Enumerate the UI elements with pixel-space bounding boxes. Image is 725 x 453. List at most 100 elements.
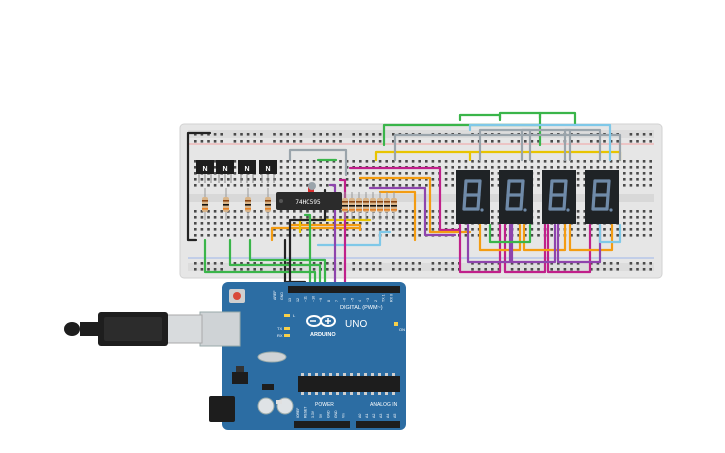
breadboard-hole[interactable] xyxy=(603,166,606,169)
breadboard-hole[interactable] xyxy=(649,178,652,181)
breadboard-hole[interactable] xyxy=(570,262,573,265)
breadboard-hole[interactable] xyxy=(227,234,230,237)
breadboard-hole[interactable] xyxy=(398,140,402,143)
breadboard-hole[interactable] xyxy=(451,262,454,265)
breadboard-hole[interactable] xyxy=(431,262,435,265)
breadboard-hole[interactable] xyxy=(444,140,448,143)
breadboard-hole[interactable] xyxy=(194,172,197,175)
breadboard-hole[interactable] xyxy=(623,222,626,225)
breadboard-hole[interactable] xyxy=(418,268,421,271)
breadboard-hole[interactable] xyxy=(213,262,217,265)
breadboard-hole[interactable] xyxy=(279,228,283,231)
breadboard-hole[interactable] xyxy=(279,172,283,175)
breadboard-hole[interactable] xyxy=(332,178,336,181)
breadboard-hole[interactable] xyxy=(359,216,362,219)
breadboard-hole[interactable] xyxy=(213,166,217,169)
breadboard-hole[interactable] xyxy=(510,140,514,143)
breadboard-hole[interactable] xyxy=(629,172,633,175)
breadboard-hole[interactable] xyxy=(405,268,408,271)
breadboard-hole[interactable] xyxy=(352,160,355,163)
breadboard-hole[interactable] xyxy=(246,133,250,136)
breadboard-hole[interactable] xyxy=(286,133,289,136)
breadboard-hole[interactable] xyxy=(207,234,210,237)
breadboard-hole[interactable] xyxy=(438,160,441,163)
breadboard-hole[interactable] xyxy=(398,210,402,213)
breadboard-hole[interactable] xyxy=(629,166,633,169)
breadboard-hole[interactable] xyxy=(636,262,639,265)
breadboard-hole[interactable] xyxy=(530,140,534,143)
breadboard-hole[interactable] xyxy=(194,184,197,187)
breadboard-hole[interactable] xyxy=(438,268,441,271)
breadboard-hole[interactable] xyxy=(609,166,613,169)
breadboard-hole[interactable] xyxy=(260,262,263,265)
breadboard-hole[interactable] xyxy=(240,262,243,265)
breadboard-hole[interactable] xyxy=(220,210,223,213)
breadboard-hole[interactable] xyxy=(411,222,415,225)
breadboard-hole[interactable] xyxy=(279,234,283,237)
breadboard-hole[interactable] xyxy=(596,234,600,237)
breadboard-hole[interactable] xyxy=(365,222,369,225)
breadboard-hole[interactable] xyxy=(319,178,322,181)
breadboard-hole[interactable] xyxy=(299,268,303,271)
breadboard-hole[interactable] xyxy=(213,234,217,237)
breadboard-hole[interactable] xyxy=(352,172,355,175)
breadboard-hole[interactable] xyxy=(213,216,217,219)
breadboard-hole[interactable] xyxy=(517,166,520,169)
breadboard-hole[interactable] xyxy=(425,222,428,225)
breadboard-hole[interactable] xyxy=(458,160,461,163)
breadboard-hole[interactable] xyxy=(326,184,329,187)
breadboard-hole[interactable] xyxy=(411,140,415,143)
breadboard-hole[interactable] xyxy=(623,234,626,237)
breadboard-hole[interactable] xyxy=(537,166,540,169)
breadboard-hole[interactable] xyxy=(504,160,507,163)
breadboard-hole[interactable] xyxy=(603,160,606,163)
breadboard-hole[interactable] xyxy=(629,228,633,231)
breadboard-hole[interactable] xyxy=(537,160,540,163)
breadboard-hole[interactable] xyxy=(246,178,250,181)
breadboard-hole[interactable] xyxy=(392,228,395,231)
breadboard-hole[interactable] xyxy=(642,228,646,231)
breadboard-hole[interactable] xyxy=(583,216,586,219)
breadboard-hole[interactable] xyxy=(524,140,527,143)
breadboard-hole[interactable] xyxy=(411,184,415,187)
breadboard-hole[interactable] xyxy=(385,160,388,163)
breadboard-hole[interactable] xyxy=(220,178,223,181)
breadboard-hole[interactable] xyxy=(299,166,303,169)
breadboard-hole[interactable] xyxy=(398,234,402,237)
breadboard-hole[interactable] xyxy=(629,133,633,136)
breadboard-hole[interactable] xyxy=(312,133,316,136)
breadboard-hole[interactable] xyxy=(431,160,435,163)
breadboard-hole[interactable] xyxy=(537,178,540,181)
breadboard-hole[interactable] xyxy=(326,268,329,271)
breadboard-hole[interactable] xyxy=(312,160,316,163)
breadboard-hole[interactable] xyxy=(418,262,421,265)
breadboard-hole[interactable] xyxy=(603,262,606,265)
breadboard-hole[interactable] xyxy=(398,222,402,225)
breadboard-hole[interactable] xyxy=(477,268,481,271)
seven-segment-display[interactable] xyxy=(585,170,619,224)
breadboard-hole[interactable] xyxy=(418,172,421,175)
breadboard-hole[interactable] xyxy=(260,184,263,187)
breadboard-hole[interactable] xyxy=(649,262,652,265)
breadboard-hole[interactable] xyxy=(319,222,322,225)
breadboard-hole[interactable] xyxy=(253,268,256,271)
breadboard-hole[interactable] xyxy=(491,228,494,231)
breadboard-hole[interactable] xyxy=(378,228,382,231)
breadboard-hole[interactable] xyxy=(253,184,256,187)
breadboard-hole[interactable] xyxy=(484,166,487,169)
breadboard-hole[interactable] xyxy=(451,184,454,187)
breadboard-hole[interactable] xyxy=(398,172,402,175)
breadboard-hole[interactable] xyxy=(378,268,382,271)
breadboard-hole[interactable] xyxy=(504,166,507,169)
breadboard-hole[interactable] xyxy=(537,268,540,271)
breadboard-hole[interactable] xyxy=(642,184,646,187)
breadboard-hole[interactable] xyxy=(359,262,362,265)
breadboard-hole[interactable] xyxy=(484,234,487,237)
breadboard-hole[interactable] xyxy=(392,234,395,237)
breadboard-hole[interactable] xyxy=(623,216,626,219)
breadboard-hole[interactable] xyxy=(537,172,540,175)
breadboard-hole[interactable] xyxy=(477,160,481,163)
breadboard-hole[interactable] xyxy=(273,268,276,271)
breadboard-hole[interactable] xyxy=(359,178,362,181)
breadboard-hole[interactable] xyxy=(411,160,415,163)
